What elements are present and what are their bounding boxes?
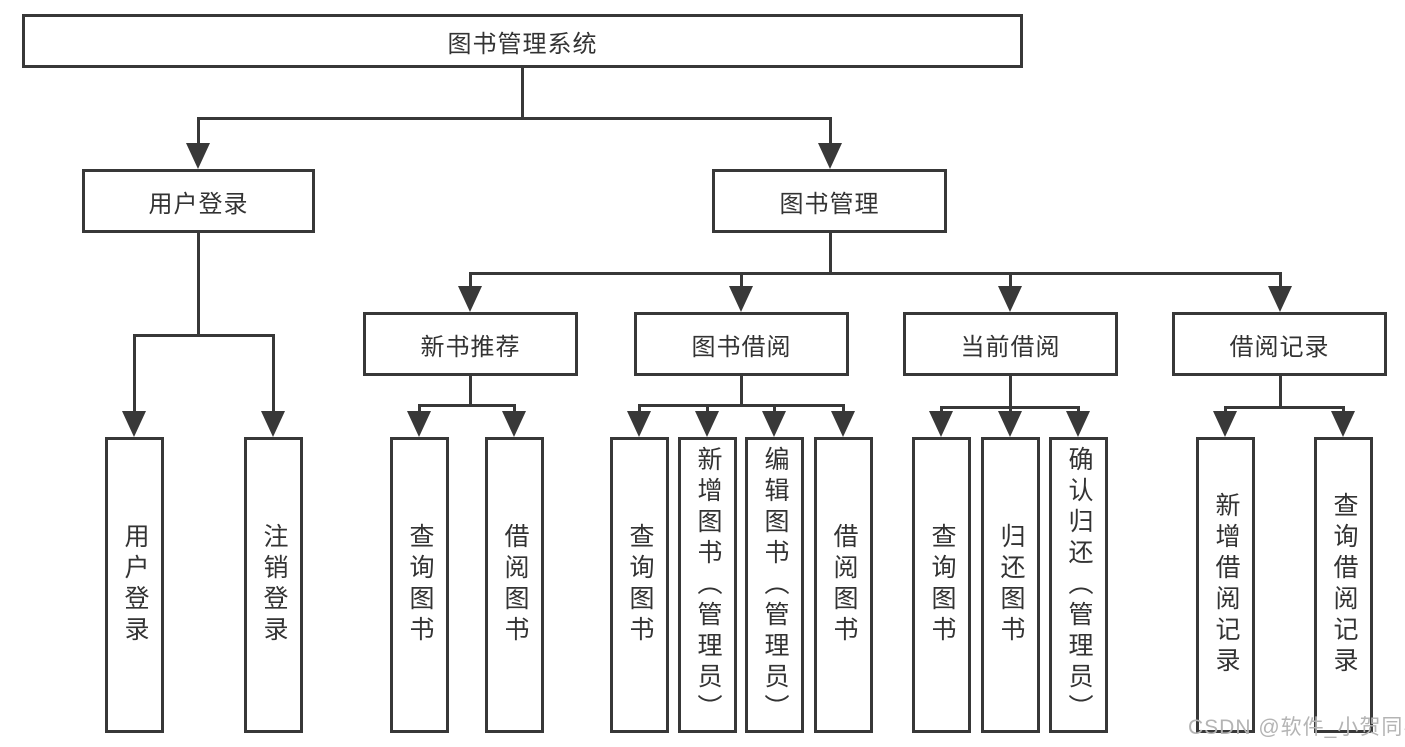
edge-line bbox=[829, 233, 832, 272]
arrowhead-icon bbox=[1331, 411, 1355, 437]
arrowhead-icon bbox=[186, 143, 210, 169]
arrowhead-icon bbox=[502, 411, 526, 437]
edge-line bbox=[197, 117, 200, 145]
edge-line bbox=[1009, 376, 1012, 406]
edge-line bbox=[1077, 406, 1080, 413]
edge-line bbox=[740, 272, 743, 288]
leaf-user-login-label: 用户登录 bbox=[121, 523, 149, 647]
arrowhead-icon bbox=[831, 411, 855, 437]
edge-line bbox=[197, 233, 200, 334]
arrowhead-icon bbox=[407, 411, 431, 437]
edge-line bbox=[513, 404, 516, 413]
edge-line bbox=[521, 68, 524, 117]
leaf-br-add-record: 新增借阅记录 bbox=[1196, 437, 1255, 733]
edge-line bbox=[706, 404, 709, 413]
leaf-br-query-record-label: 查询借阅记录 bbox=[1330, 492, 1358, 678]
edge-line bbox=[272, 334, 275, 411]
leaf-logout-label: 注销登录 bbox=[260, 523, 288, 647]
leaf-bb-query-book: 查询图书 bbox=[610, 437, 669, 733]
edge-line bbox=[1224, 406, 1344, 409]
leaf-logout: 注销登录 bbox=[244, 437, 303, 733]
arrowhead-icon bbox=[261, 411, 285, 437]
leaf-nb-borrow-book-label: 借阅图书 bbox=[501, 523, 529, 647]
edge-line bbox=[940, 406, 943, 413]
node-book-management: 图书管理 bbox=[712, 169, 947, 233]
node-book-borrow: 图书借阅 bbox=[634, 312, 849, 376]
leaf-cb-return-book: 归还图书 bbox=[981, 437, 1040, 733]
node-borrow-records-label: 借阅记录 bbox=[1229, 333, 1330, 361]
edge-line bbox=[638, 404, 641, 413]
leaf-nb-query-book-label: 查询图书 bbox=[406, 523, 434, 647]
arrowhead-icon bbox=[122, 411, 146, 437]
arrowhead-icon bbox=[1268, 286, 1292, 312]
arrowhead-icon bbox=[998, 286, 1022, 312]
edge-line bbox=[418, 404, 421, 413]
node-current-borrow-label: 当前借阅 bbox=[960, 333, 1061, 361]
leaf-cb-confirm-return-admin-label: 确认归还（管理员） bbox=[1065, 445, 1093, 725]
node-book-borrow-label: 图书借阅 bbox=[691, 333, 792, 361]
edge-line bbox=[1279, 272, 1282, 288]
edge-line bbox=[1279, 376, 1282, 406]
node-library-system-label: 图书管理系统 bbox=[447, 30, 598, 58]
edge-line bbox=[1342, 406, 1345, 413]
arrowhead-icon bbox=[1066, 411, 1090, 437]
leaf-cb-query-book-label: 查询图书 bbox=[928, 523, 956, 647]
node-borrow-records: 借阅记录 bbox=[1172, 312, 1387, 376]
leaf-bb-query-book-label: 查询图书 bbox=[626, 523, 654, 647]
leaf-cb-return-book-label: 归还图书 bbox=[997, 523, 1025, 647]
arrowhead-icon bbox=[627, 411, 651, 437]
arrowhead-icon bbox=[929, 411, 953, 437]
edge-line bbox=[133, 334, 274, 337]
edge-line bbox=[1009, 272, 1012, 288]
arrowhead-icon bbox=[1213, 411, 1237, 437]
leaf-br-query-record: 查询借阅记录 bbox=[1314, 437, 1373, 733]
node-library-system: 图书管理系统 bbox=[22, 14, 1023, 68]
leaf-nb-query-book: 查询图书 bbox=[390, 437, 449, 733]
edge-line bbox=[638, 404, 844, 407]
edge-line bbox=[469, 272, 472, 288]
node-book-management-label: 图书管理 bbox=[779, 190, 880, 218]
arrowhead-icon bbox=[762, 411, 786, 437]
arrowhead-icon bbox=[729, 286, 753, 312]
leaf-br-add-record-label: 新增借阅记录 bbox=[1212, 492, 1240, 678]
leaf-bb-borrow-book-label: 借阅图书 bbox=[830, 523, 858, 647]
edge-line bbox=[469, 272, 1281, 275]
edge-line bbox=[1009, 406, 1012, 413]
leaf-nb-borrow-book: 借阅图书 bbox=[485, 437, 544, 733]
edge-line bbox=[197, 117, 832, 120]
leaf-user-login: 用户登录 bbox=[105, 437, 164, 733]
arrowhead-icon bbox=[998, 411, 1022, 437]
edge-line bbox=[418, 404, 515, 407]
leaf-bb-edit-book-admin: 编辑图书（管理员） bbox=[745, 437, 804, 733]
leaf-bb-add-book-admin-label: 新增图书（管理员） bbox=[694, 445, 722, 725]
arrowhead-icon bbox=[818, 143, 842, 169]
leaf-cb-confirm-return-admin: 确认归还（管理员） bbox=[1049, 437, 1108, 733]
leaf-bb-add-book-admin: 新增图书（管理员） bbox=[678, 437, 737, 733]
edge-line bbox=[469, 376, 472, 404]
node-new-book-recommend: 新书推荐 bbox=[363, 312, 578, 376]
leaf-cb-query-book: 查询图书 bbox=[912, 437, 971, 733]
edge-line bbox=[740, 376, 743, 404]
watermark: CSDN @软件_小贺同学 bbox=[1188, 716, 1405, 739]
edge-line bbox=[773, 404, 776, 413]
node-current-borrow: 当前借阅 bbox=[903, 312, 1118, 376]
node-user-login-label: 用户登录 bbox=[148, 190, 249, 218]
leaf-bb-edit-book-admin-label: 编辑图书（管理员） bbox=[761, 445, 789, 725]
arrowhead-icon bbox=[695, 411, 719, 437]
node-user-login: 用户登录 bbox=[82, 169, 315, 233]
leaf-bb-borrow-book: 借阅图书 bbox=[814, 437, 873, 733]
edge-line bbox=[842, 404, 845, 413]
edge-line bbox=[133, 334, 136, 411]
edge-line bbox=[829, 117, 832, 145]
node-new-book-recommend-label: 新书推荐 bbox=[420, 333, 521, 361]
edge-line bbox=[1224, 406, 1227, 413]
arrowhead-icon bbox=[458, 286, 482, 312]
